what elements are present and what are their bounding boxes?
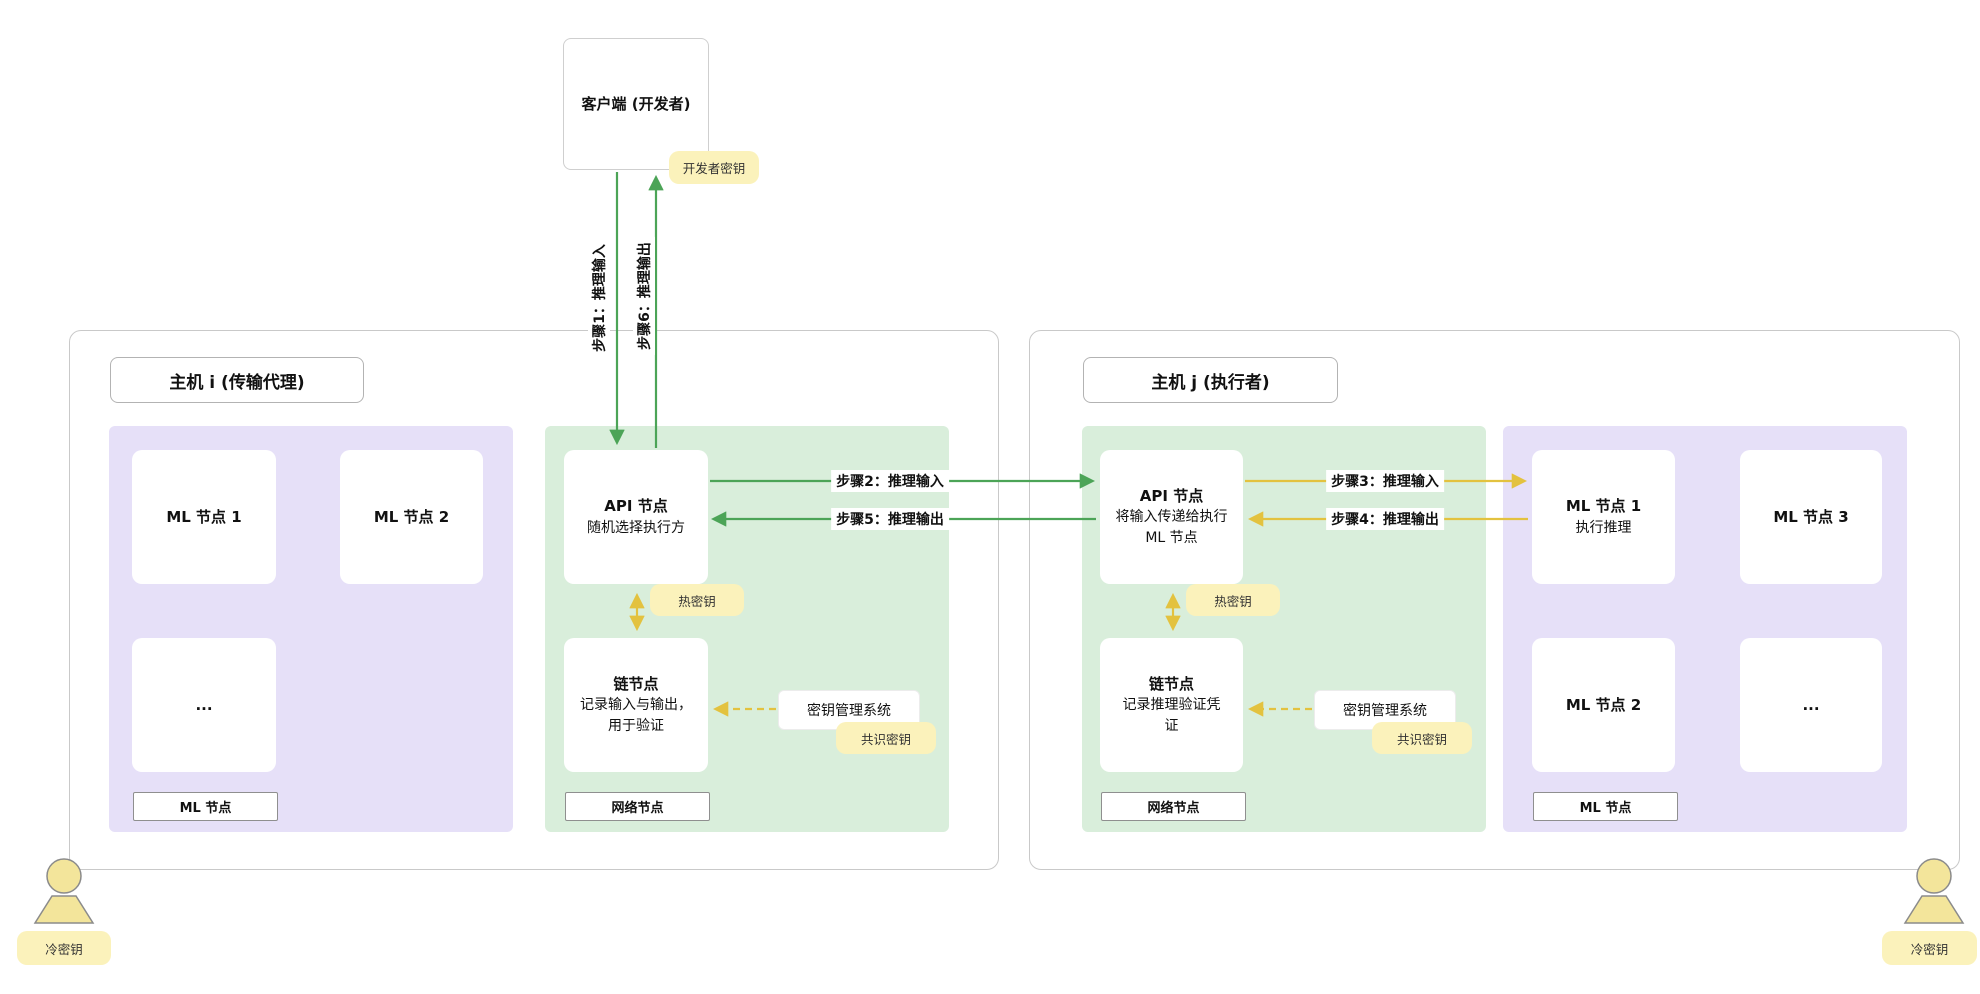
host-j-hot-key-badge: 热密钥	[1186, 584, 1280, 616]
host-i-chain-node-title: 链节点	[613, 674, 659, 693]
host-j-chain-node: 链节点 记录推理验证凭 证	[1100, 638, 1243, 772]
host-i-api-node-title: API 节点	[604, 497, 668, 516]
host-j-ml-node-3-label: ML 节点 3	[1773, 507, 1849, 526]
host-i-ml-node-2: ML 节点 2	[340, 450, 483, 584]
developer-key-badge: 开发者密钥	[669, 151, 759, 184]
host-j-ml-node-1: ML 节点 1 执行推理	[1532, 450, 1675, 584]
edge-label-step2: 步骤2：推理输入	[831, 470, 949, 492]
host-j-ml-node-1-label: ML 节点 1	[1565, 497, 1642, 516]
host-j-ml-node-3: ML 节点 3	[1740, 450, 1882, 584]
host-i-network-panel-tag: 网络节点	[565, 792, 710, 821]
edge-label-step1: 步骤1：推理输入	[588, 239, 610, 357]
host-j-ml-node-2-label: ML 节点 2	[1565, 695, 1642, 714]
host-j-api-node: API 节点 将输入传递给执行 ML 节点	[1100, 450, 1243, 584]
host-j-consensus-key-badge: 共识密钥	[1372, 722, 1472, 754]
host-i-api-node-desc: 随机选择执行方	[587, 519, 685, 536]
host-j-api-node-title: API 节点	[1139, 486, 1204, 505]
host-j-chain-node-desc: 记录推理验证凭 证	[1122, 697, 1221, 735]
edge-label-step5: 步骤5：推理输出	[831, 508, 949, 530]
cold-key-badge-right: 冷密钥	[1882, 931, 1977, 965]
host-j-ml-node-1-desc: 执行推理	[1575, 519, 1632, 536]
host-j-title: 主机 j (执行者)	[1083, 357, 1338, 403]
host-i-ml-node-1-label: ML 节点 1	[166, 507, 242, 526]
host-i-api-node: API 节点 随机选择执行方	[564, 450, 708, 584]
host-j-ml-node-2: ML 节点 2	[1532, 638, 1675, 772]
host-j-chain-node-title: 链节点	[1148, 674, 1194, 693]
host-i-consensus-key-badge: 共识密钥	[836, 722, 936, 754]
host-j-api-node-desc: 将输入传递给执行 ML 节点	[1115, 509, 1228, 547]
host-j-ml-node-more-label: ...	[1802, 695, 1820, 714]
edge-label-step3: 步骤3：推理输入	[1326, 470, 1444, 492]
host-i-ml-node-2-label: ML 节点 2	[373, 507, 450, 526]
host-i-ml-node-more: ...	[132, 638, 276, 772]
edge-label-step4: 步骤4：推理输出	[1326, 508, 1444, 530]
host-i-chain-node: 链节点 记录输入与输出， 用于验证	[564, 638, 708, 772]
host-i-ml-panel-tag: ML 节点	[133, 792, 278, 821]
host-j-ml-node-more: ...	[1740, 638, 1882, 772]
client-title: 客户端 (开发者)	[581, 94, 691, 113]
host-i-title: 主机 i (传输代理)	[110, 357, 364, 403]
host-i-ml-node-1: ML 节点 1	[132, 450, 276, 584]
edge-label-step6: 步骤6：推理输出	[633, 237, 655, 355]
cold-key-badge-left: 冷密钥	[17, 931, 111, 965]
host-i-ml-node-more-label: ...	[195, 695, 213, 714]
host-i-chain-node-desc: 记录输入与输出， 用于验证	[580, 697, 692, 735]
host-j-network-panel-tag: 网络节点	[1101, 792, 1246, 821]
host-j-ml-panel-tag: ML 节点	[1533, 792, 1678, 821]
client-node: 客户端 (开发者)	[563, 38, 709, 170]
host-i-hot-key-badge: 热密钥	[650, 584, 744, 616]
